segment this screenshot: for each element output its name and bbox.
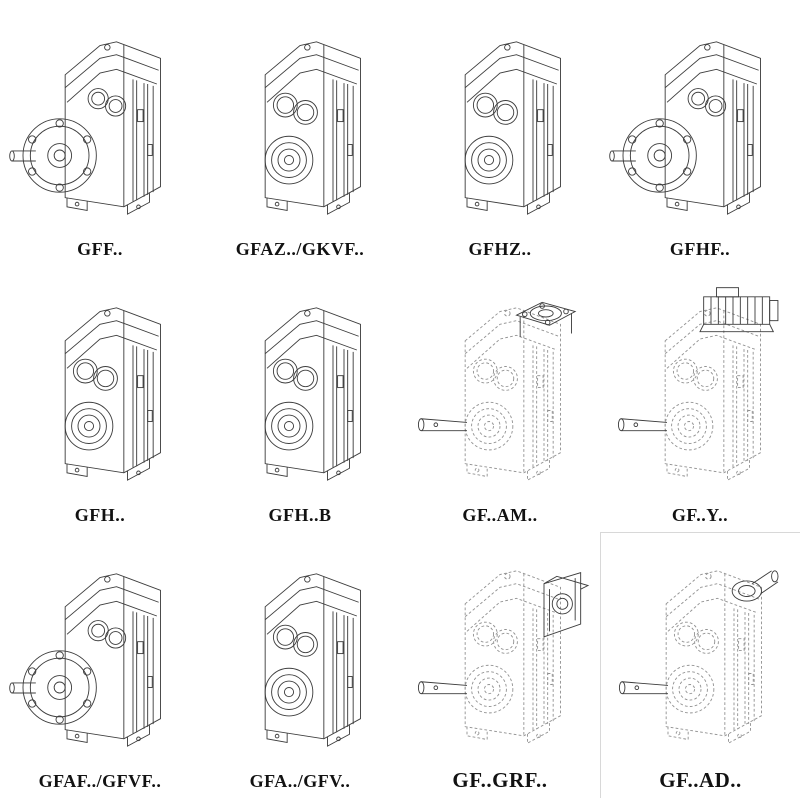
catalog-cell: GFF.. (0, 0, 200, 266)
catalog-cell: GFHZ.. (400, 0, 600, 266)
model-label: GF..AM.. (462, 505, 538, 526)
gearbox-flange-output-drawing (9, 41, 161, 215)
gearbox-flange-output-drawing (9, 573, 161, 747)
model-label: GF..AD.. (659, 767, 742, 792)
gearbox-hollow-shaft-drawing (264, 41, 361, 215)
catalog-cell: GFH..B (200, 266, 400, 532)
model-label: GFHF.. (669, 239, 731, 260)
model-label: GFH.. (74, 505, 126, 526)
catalog-cell: GFH.. (0, 266, 200, 532)
model-label: GFHZ.. (468, 239, 532, 260)
gearbox-gr-adapter-drawing (417, 570, 589, 744)
catalog-cell: GFA../GFV.. (200, 532, 400, 798)
catalog-cell: GF..Y.. (600, 266, 800, 532)
model-label: GFH..B (268, 505, 332, 526)
model-label: GFAF../GFVF.. (38, 771, 162, 792)
model-label: GFF.. (77, 239, 123, 260)
catalog-cell: GF..AM.. (400, 266, 600, 532)
gearbox-foot-mounted-drawing (264, 307, 361, 481)
gearbox-hollow-shaft-drawing (264, 573, 361, 747)
gearbox-input-shaft-drawing (618, 570, 778, 744)
gearbox-shaft-mounted-flange-drawing (417, 302, 576, 481)
gearbox-hollow-shaft-drawing (464, 41, 561, 215)
catalog-cell: GF..AD.. (600, 532, 800, 798)
catalog-cell: GFHF.. (600, 0, 800, 266)
model-label: GF..Y.. (671, 505, 729, 526)
catalog-cell: GF..GRF.. (400, 532, 600, 798)
gearbox-with-motor-drawing (617, 287, 779, 481)
gearbox-flange-output-drawing (609, 41, 761, 215)
model-label: GF..GRF.. (452, 767, 548, 792)
model-label: GFAZ../GKVF.. (235, 239, 365, 260)
model-label: GFA../GFV.. (249, 771, 351, 792)
gearbox-foot-mounted-drawing (64, 307, 161, 481)
catalog-cell: GFAZ../GKVF.. (200, 0, 400, 266)
catalog-cell: GFAF../GFVF.. (0, 532, 200, 798)
